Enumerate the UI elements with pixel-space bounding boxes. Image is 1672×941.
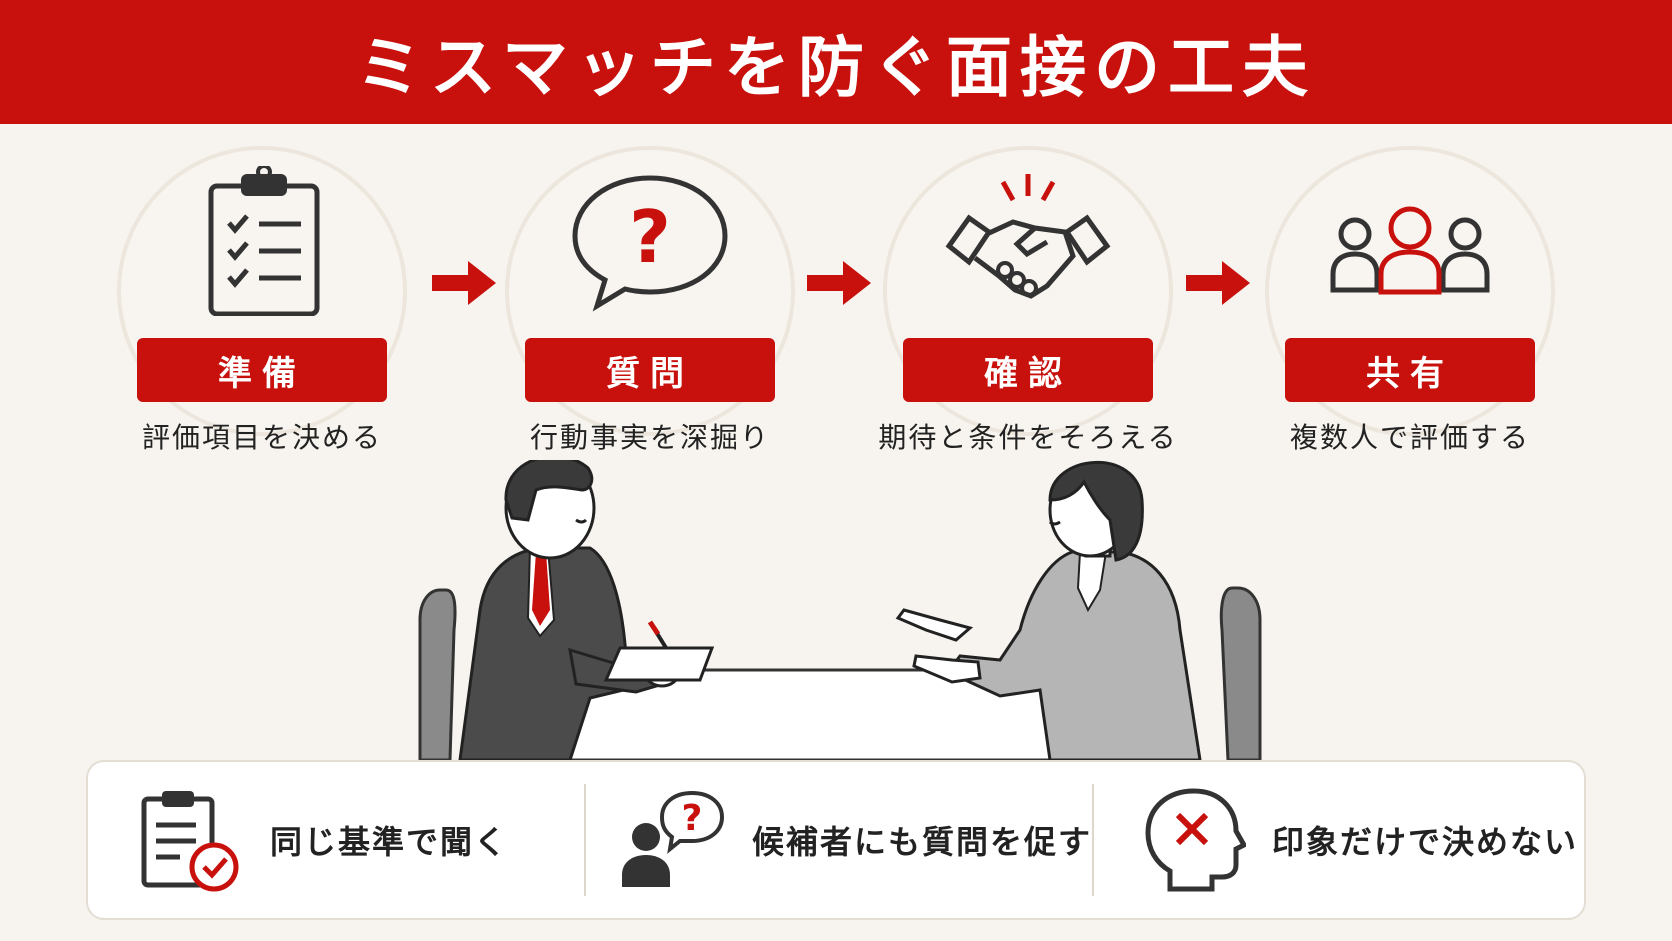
group-people-icon (1330, 206, 1490, 295)
clipboard-checklist-icon (208, 166, 320, 316)
step-description: 評価項目を決める (141, 421, 382, 454)
question-bubble-icon: ? (572, 175, 728, 312)
clipboard-check-icon (141, 791, 239, 892)
divider (584, 784, 586, 896)
tips-panel: 同じ基準で聞く ? 候補者にも質問を促す 印象だけで決めない (86, 760, 1586, 920)
step-label: 共有 (1285, 338, 1535, 402)
divider (1092, 784, 1094, 896)
arrow-right-icon (1186, 261, 1250, 305)
tip-same-criteria: 同じ基準で聞く (134, 762, 508, 918)
step-label: 確認 (903, 338, 1153, 402)
svg-text:?: ? (629, 195, 671, 279)
head-cross-icon (1145, 788, 1246, 892)
arrow-right-icon (807, 261, 871, 305)
person-question-icon: ? (622, 790, 725, 887)
arrow-right-icon (432, 261, 496, 305)
step-label: 質問 (525, 338, 775, 402)
tip-text: 印象だけで決めない (1272, 823, 1579, 861)
svg-text:?: ? (682, 798, 703, 839)
interview-scene-illustration (418, 460, 1262, 760)
title-banner: ミスマッチを防ぐ面接の工夫 (0, 0, 1672, 124)
step-preparation: 準備 評価項目を決める (117, 146, 407, 466)
page-title: ミスマッチを防ぐ面接の工夫 (355, 28, 1317, 106)
tip-text: 候補者にも質問を促す (752, 823, 1093, 861)
step-question: ? 質問 行動事実を深掘り (505, 146, 795, 466)
step-description: 行動事実を深掘り (529, 421, 770, 454)
tip-not-impression-only: 印象だけで決めない (1136, 762, 1578, 918)
step-sharing: 共有 複数人で評価する (1265, 146, 1555, 466)
tip-encourage-questions: ? 候補者にも質問を促す (616, 762, 1092, 918)
tip-text: 同じ基準で聞く (270, 823, 509, 861)
step-confirmation: 確認 期待と条件をそろえる (878, 146, 1176, 466)
handshake-icon (945, 174, 1111, 299)
step-description: 複数人で評価する (1289, 421, 1530, 454)
step-description: 期待と条件をそろえる (878, 421, 1178, 454)
step-label: 準備 (137, 338, 387, 402)
